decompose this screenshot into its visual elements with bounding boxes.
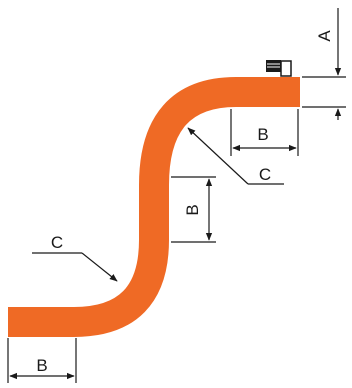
leader-c-bottom [32, 252, 118, 282]
label-b-bottom: B [36, 356, 47, 375]
label-a: A [315, 30, 334, 42]
label-c-bottom: C [51, 233, 63, 252]
leader-c-top [187, 127, 284, 185]
dimension-a [302, 8, 346, 120]
connector-icon [266, 60, 292, 77]
label-b-vertical: B [183, 204, 202, 215]
dimension-b-bottom [7, 338, 77, 383]
label-b-top: B [257, 125, 268, 144]
label-c-top: C [259, 165, 271, 184]
dimension-b-vertical [171, 176, 216, 243]
dimension-b-top [230, 109, 299, 156]
pipe-bend [8, 77, 300, 337]
